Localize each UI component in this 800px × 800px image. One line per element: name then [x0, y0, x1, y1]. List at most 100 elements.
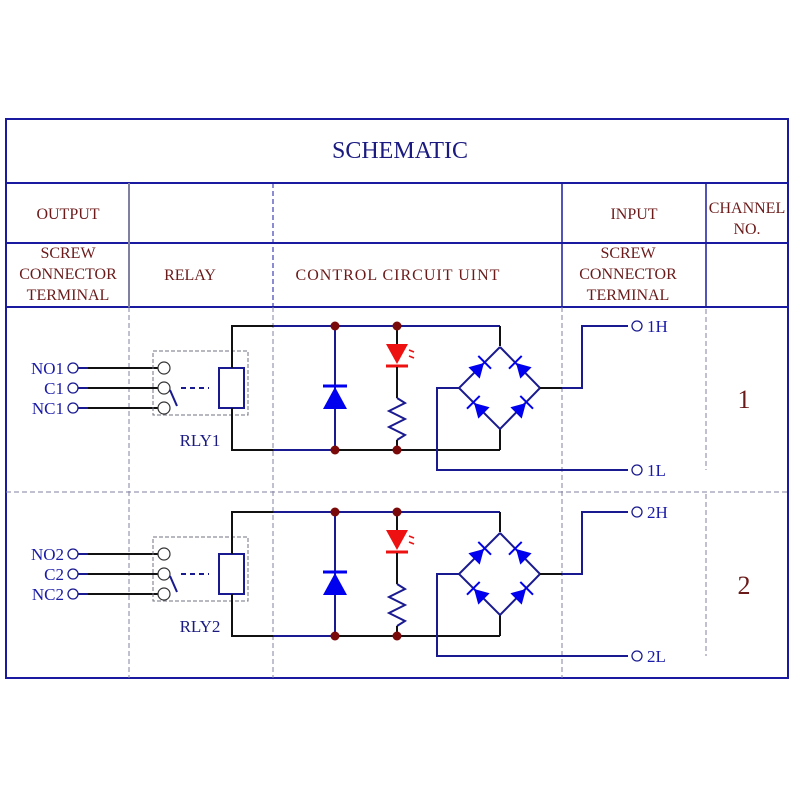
header-channel-no-line1: CHANNEL	[709, 200, 785, 217]
led-icon	[386, 530, 408, 550]
junction-dot	[392, 631, 402, 641]
subheader-input-terminal-line1: SCREW	[600, 245, 656, 262]
bridge-diode-icon	[508, 355, 532, 379]
subheader-control-circuit: CONTROL CIRCUIT UINT	[296, 267, 501, 284]
relay-enclosure	[152, 536, 249, 602]
table-grid	[5, 118, 789, 679]
bridge-rectifier-outline	[457, 346, 542, 431]
input-terminal-label: 1L	[647, 461, 666, 480]
screw-terminal-icon	[67, 548, 79, 560]
bridge-diode-triangle	[510, 589, 526, 605]
screw-terminal-icon	[67, 362, 79, 374]
bridge-diode-icon	[466, 581, 490, 605]
junction-dot	[330, 321, 340, 331]
output-terminal-label: NO1	[31, 359, 64, 378]
subheader-output-terminal-line1: SCREW	[40, 245, 96, 262]
header-input: INPUT	[610, 206, 657, 223]
input-l-wire	[436, 387, 628, 471]
flyback-diode-icon	[323, 387, 347, 409]
screw-terminal-icon	[631, 464, 643, 476]
coil-bottom-wire	[231, 408, 273, 451]
output-terminal-label: NO2	[31, 545, 64, 564]
bridge-diode-icon	[510, 395, 534, 419]
bridge-diode-bar	[466, 395, 481, 410]
junction-dot	[392, 507, 402, 517]
bridge-rectifier-outline	[457, 532, 542, 617]
resistor-icon	[386, 397, 408, 441]
resistor-icon	[386, 583, 408, 627]
relay-switch-blade	[169, 575, 178, 593]
led-light-ray	[408, 355, 415, 359]
header-channel-no-line2: NO.	[733, 221, 760, 238]
bridge-diode-bar	[508, 355, 523, 370]
input-h-wire	[562, 511, 628, 575]
input-terminal-label: 1H	[647, 317, 668, 336]
relay-coil-icon	[218, 367, 245, 409]
subheader-input-terminal-line2: CONNECTOR	[579, 266, 677, 283]
bridge-diode-icon	[466, 395, 490, 419]
bridge-diode-triangle	[516, 549, 532, 565]
output-terminal-label: C2	[44, 565, 64, 584]
bridge-diode-icon	[510, 581, 534, 605]
junction-dot	[330, 631, 340, 641]
junction-dot	[330, 445, 340, 455]
relay-contact-icon	[157, 381, 171, 395]
input-h-wire	[562, 325, 628, 389]
subheader-output-terminal-line3: TERMINAL	[27, 287, 110, 304]
subheader-output-terminal-line2: CONNECTOR	[19, 266, 117, 283]
input-l-wire	[436, 573, 628, 657]
led-light-ray	[408, 349, 415, 353]
relay-switch-blade	[169, 389, 178, 407]
coil-top-wire	[231, 325, 273, 368]
bridge-diode-triangle	[474, 589, 490, 605]
header-output: OUTPUT	[36, 206, 99, 223]
led-icon	[386, 344, 408, 364]
subheader-input-terminal-line3: TERMINAL	[587, 287, 670, 304]
relay-contact-icon	[157, 401, 171, 415]
bridge-diode-triangle	[510, 403, 526, 419]
coil-top-wire	[231, 511, 273, 554]
channel-number: 2	[738, 571, 751, 600]
bridge-diode-triangle	[468, 549, 484, 565]
relay-label: RLY1	[180, 431, 221, 450]
junction-dot	[392, 321, 402, 331]
schematic-title: SCHEMATIC	[332, 138, 468, 164]
channel-number: 1	[738, 385, 751, 414]
coil-bottom-wire	[231, 594, 273, 637]
table-outer-border	[5, 118, 789, 679]
screw-terminal-icon	[631, 506, 643, 518]
relay-contact-icon	[157, 567, 171, 581]
input-terminal-label: 2L	[647, 647, 666, 666]
screw-terminal-icon	[67, 402, 79, 414]
bridge-diode-bar	[508, 541, 523, 556]
screw-terminal-icon	[67, 568, 79, 580]
bridge-diode-triangle	[516, 363, 532, 379]
bridge-diode-bar	[519, 395, 534, 410]
junction-dot	[330, 507, 340, 517]
output-terminal-label: NC2	[32, 585, 64, 604]
relay-coil-icon	[218, 553, 245, 595]
output-terminal-label: C1	[44, 379, 64, 398]
bridge-diode-icon	[468, 541, 492, 565]
led-light-ray	[408, 541, 415, 545]
relay-enclosure	[152, 350, 249, 416]
led-light-ray	[408, 535, 415, 539]
screw-terminal-icon	[67, 588, 79, 600]
output-terminal-label: NC1	[32, 399, 64, 418]
relay-contact-icon	[157, 547, 171, 561]
relay-label: RLY2	[180, 617, 221, 636]
junction-dot	[392, 445, 402, 455]
screw-terminal-icon	[631, 320, 643, 332]
bridge-diode-bar	[466, 581, 481, 596]
flyback-diode-icon	[323, 573, 347, 595]
bridge-diode-bar	[477, 541, 492, 556]
bridge-diode-icon	[508, 541, 532, 565]
bridge-diode-bar	[519, 581, 534, 596]
relay-contact-icon	[157, 587, 171, 601]
bridge-diode-icon	[468, 355, 492, 379]
screw-terminal-icon	[631, 650, 643, 662]
bridge-diode-bar	[477, 355, 492, 370]
input-terminal-label: 2H	[647, 503, 668, 522]
